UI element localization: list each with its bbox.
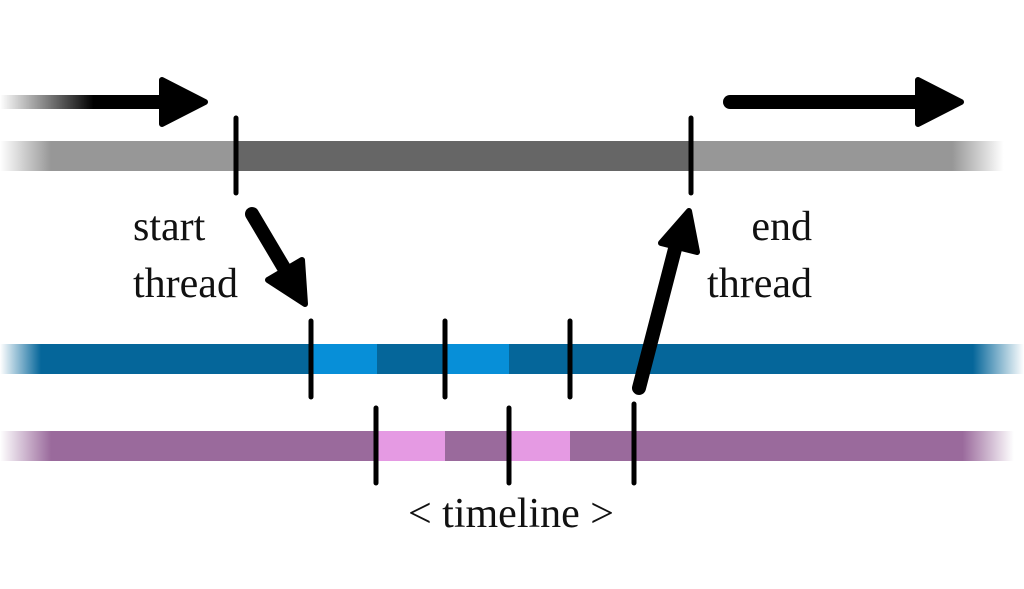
arrow-down-right-icon (245, 207, 308, 307)
timeline-label: < timeline > (408, 491, 614, 537)
start-thread-label-line1: start (133, 204, 206, 250)
arrow-right-icon (0, 77, 208, 127)
thread-b-track (0, 431, 1024, 461)
thread-b-highlight-2 (509, 431, 570, 461)
tick-marks (233, 115, 694, 486)
end-thread-label-line1: end (751, 204, 812, 250)
thread-a-track (0, 344, 1024, 374)
main-track-active-segment (236, 141, 691, 171)
thread-a-base (0, 344, 1024, 374)
end-thread-label-line2: thread (707, 261, 812, 307)
arrows (0, 77, 964, 395)
thread-a-highlight-2 (445, 344, 509, 374)
arrow-right-icon (723, 77, 964, 127)
thread-a-highlight-1 (311, 344, 377, 374)
start-thread-label-line2: thread (133, 261, 238, 307)
arrow-up-right-icon (632, 208, 700, 395)
main-thread-track (0, 141, 1024, 171)
thread-b-highlight-1 (376, 431, 445, 461)
